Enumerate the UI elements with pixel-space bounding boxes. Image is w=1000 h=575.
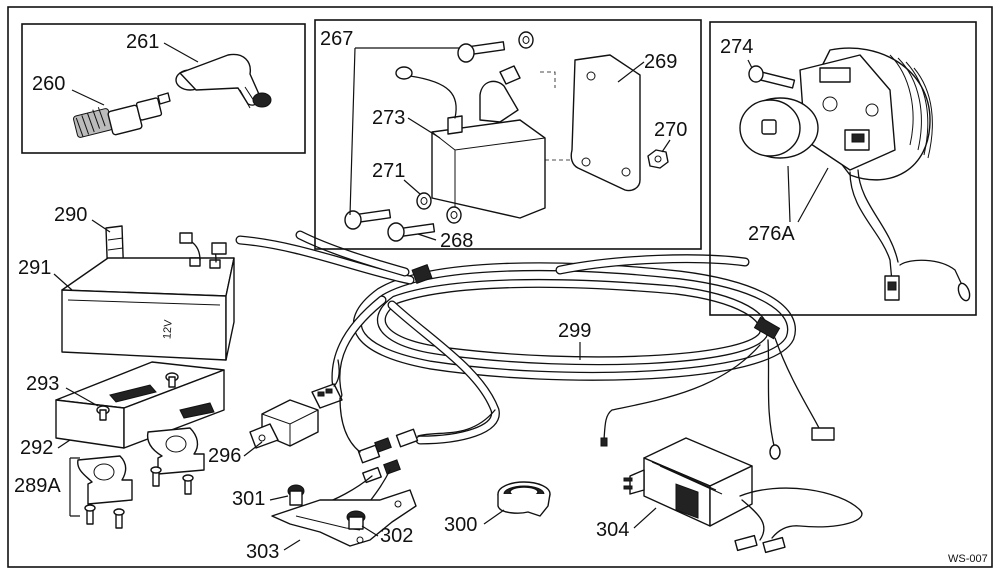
screw-268 [387,222,436,242]
battery-marking: 12V [161,319,174,340]
switch-bracket-303 [271,397,496,547]
outer-frame [7,6,993,568]
relay-296 [249,359,343,449]
label-290: 290 [54,204,87,226]
label-289a: 289A [14,475,61,497]
label-299: 299 [558,320,591,342]
label-273: 273 [372,107,405,129]
battery-charger-304 [623,437,863,554]
label-271: 271 [372,160,405,182]
stator-panel: 274 276A [709,21,977,316]
label-292: 292 [20,437,53,459]
label-276a: 276A [748,223,795,245]
label-260: 260 [32,73,65,95]
drawing-code: WS-007 [948,553,988,565]
label-303: 303 [246,541,279,563]
label-304: 304 [596,519,629,541]
label-269: 269 [644,51,677,73]
label-261: 261 [126,31,159,53]
label-268: 268 [440,230,473,252]
label-293: 293 [26,373,59,395]
label-274: 274 [720,36,753,58]
wiring-harness [235,230,835,460]
washer-extra [446,206,462,224]
screw-267-top [457,31,534,63]
spark-plug-cap-261 [175,53,272,109]
screw-267-bottom [344,209,392,230]
insulating-tape-300 [497,481,551,517]
washer-271 [416,192,432,210]
label-302: 302 [380,525,413,547]
ignition-coil-panel: 267 269 273 270 271 268 [314,19,702,252]
mounting-plate-269 [570,54,641,192]
battery-tray-292 [55,361,225,449]
label-301: 301 [232,488,265,510]
clamp-set-289a [77,427,205,529]
ignition-coil-273 [395,65,572,219]
stator-276a [739,47,971,302]
spark-plug-panel: 261 260 [21,23,306,154]
label-291: 291 [18,257,51,279]
nut-270 [647,149,669,169]
spark-plug-260 [73,92,171,138]
label-267: 267 [320,28,353,50]
label-296: 296 [208,445,241,467]
label-270: 270 [654,119,687,141]
battery-291: 12V [61,225,235,361]
label-300: 300 [444,514,477,536]
